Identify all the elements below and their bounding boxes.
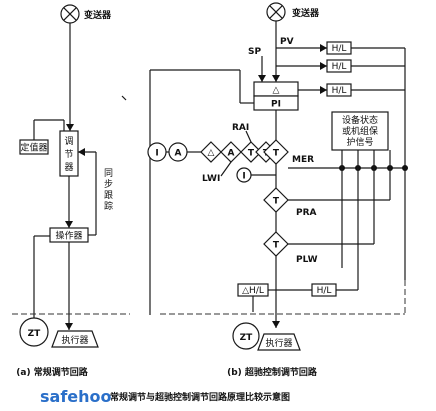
right-transmitter-label: 变送器	[292, 7, 320, 19]
status-line-1: 设备状态	[342, 114, 378, 126]
left-actuator-shape	[51, 330, 99, 348]
pv-label: PV	[280, 37, 294, 47]
right-actuator-shape	[257, 333, 301, 351]
override-loop: 变送器 PV SP H/L H/L H/L △ PI	[147, 2, 408, 378]
regulator-char-1: 调	[64, 136, 73, 147]
t-pra-label: T	[273, 197, 280, 207]
status-line-2: 或机组保	[342, 125, 378, 137]
delta-diamond-label: △	[208, 148, 215, 158]
right-actuator-label: 执行器	[265, 337, 292, 349]
tracking-char-4: 踪	[104, 200, 113, 212]
regulator-char-3: 器	[64, 162, 73, 173]
t-plw-label: T	[273, 241, 280, 251]
status-line-3: 护信号	[346, 136, 373, 148]
right-zt-label: ZT	[240, 333, 254, 343]
delta-diamond	[200, 141, 222, 163]
right-caption: (b) 超驰控制调节回路	[227, 366, 318, 378]
stray-mark	[121, 95, 127, 101]
i-circle-label: I	[155, 149, 158, 159]
pi-label: PI	[271, 100, 281, 110]
left-transmitter-label: 变送器	[84, 9, 112, 21]
watermark-logo: safehoo	[40, 387, 112, 406]
sp-label: SP	[248, 47, 261, 57]
left-zt-circle	[19, 317, 49, 347]
t-diamond-main-label: T	[273, 149, 280, 159]
a-diamond-label: A	[228, 149, 235, 159]
left-caption: (a) 常规调节回路	[16, 366, 88, 378]
conventional-loop: 变送器 定值器 调 节 器 同 步 跟 踪 操作器	[12, 4, 130, 378]
left-operator-label: 操作器	[55, 230, 82, 242]
delta-hl-label: △H/L	[242, 286, 264, 296]
hl-label-2: H/L	[332, 62, 347, 72]
right-zt-circle	[232, 322, 260, 350]
rai-label: RAI	[232, 123, 249, 133]
left-zt-label: ZT	[28, 329, 42, 339]
plw-label: PLW	[296, 255, 318, 265]
hl-bottom-label: H/L	[317, 286, 332, 296]
pra-label: PRA	[296, 208, 317, 218]
status-box	[331, 111, 389, 151]
setter-label: 定值器	[20, 142, 47, 154]
figure-title: 常规调节与超驰控制调节回路原理比较示意图	[110, 391, 290, 403]
a-circle-label: A	[175, 149, 182, 159]
t-diamond-1-label: T	[248, 149, 255, 159]
delta-label: △	[273, 86, 280, 96]
regulator-char-2: 节	[64, 149, 73, 160]
lwi-label: LWI	[202, 174, 220, 184]
tracking-char-3: 跟	[104, 190, 113, 201]
tracking-char-1: 同	[104, 168, 113, 179]
left-actuator-label: 执行器	[61, 334, 88, 346]
i-small-label: I	[242, 172, 245, 182]
hl-label-3: H/L	[332, 86, 347, 96]
tracking-char-2: 步	[104, 179, 113, 190]
hl-label-1: H/L	[332, 44, 347, 54]
t-diamond-1	[240, 141, 262, 163]
mer-label: MER	[292, 155, 314, 165]
